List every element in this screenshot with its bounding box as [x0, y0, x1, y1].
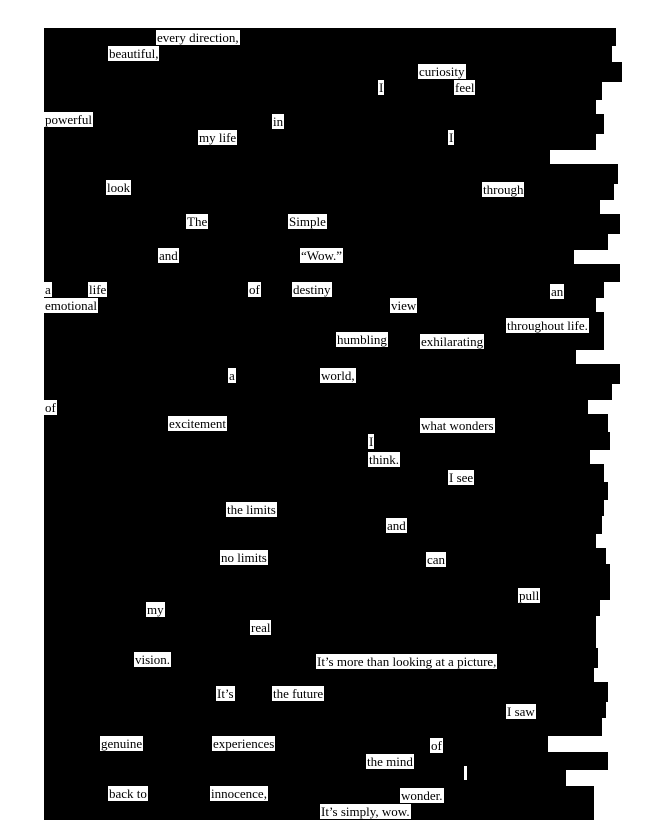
poem-word: curiosity — [418, 64, 466, 79]
redaction-bar — [44, 734, 548, 754]
poem-word: feel — [454, 80, 476, 95]
redaction-bar — [44, 582, 610, 600]
redaction-bar — [44, 682, 608, 702]
poem-word: of — [248, 282, 261, 297]
poem-word: life — [88, 282, 108, 297]
poem-word: the future — [272, 686, 325, 701]
white-mark — [464, 766, 467, 780]
poem-word: pull — [518, 588, 541, 603]
poem-word: in — [272, 114, 285, 129]
poem-word: The — [186, 214, 209, 229]
redaction-bar — [44, 666, 594, 684]
poem-word: I saw — [506, 704, 536, 719]
poem-word: beautiful, — [108, 46, 160, 61]
poem-word: throughout life. — [506, 318, 589, 333]
poem-word: the mind — [366, 754, 414, 769]
redaction-bar — [44, 532, 596, 550]
redaction-bar — [44, 80, 602, 100]
poem-word: It’s more than looking at a picture, — [316, 654, 498, 669]
redaction-bar — [44, 98, 596, 116]
poem-word: and — [386, 518, 407, 533]
poem-word: think. — [368, 452, 400, 467]
poem-word: destiny — [292, 282, 332, 297]
poem-word: through — [482, 182, 525, 197]
redaction-bar — [44, 198, 600, 216]
poem-word: what wonders — [420, 418, 495, 433]
poem-word: a — [44, 282, 52, 297]
redaction-bar — [44, 312, 604, 330]
redaction-bar — [44, 214, 620, 234]
poem-word: genuine — [100, 736, 144, 751]
redaction-bar — [44, 514, 602, 534]
redaction-bar — [44, 768, 566, 788]
redaction-bar — [44, 164, 618, 184]
redaction-bar — [44, 548, 606, 566]
poem-word: and — [158, 248, 179, 263]
poem-word: I — [368, 434, 375, 449]
poem-word: vision. — [134, 652, 172, 667]
redaction-bar — [44, 614, 596, 634]
redaction-bar — [44, 598, 600, 616]
poem-word: wonder. — [400, 788, 444, 803]
redaction-bar — [44, 264, 620, 282]
poem-word: of — [430, 738, 443, 753]
poem-word: Simple — [288, 214, 327, 229]
redaction-bar — [44, 632, 596, 650]
redaction-bar — [44, 564, 610, 584]
poem-word: excitement — [168, 416, 228, 431]
poem-word: experiences — [212, 736, 276, 751]
redaction-bar — [44, 398, 588, 416]
redaction-bar — [44, 296, 596, 314]
poem-word: exhilarating — [420, 334, 485, 349]
poem-word: back to — [108, 786, 148, 801]
poem-word: of — [44, 400, 57, 415]
poem-word: powerful — [44, 112, 93, 127]
redaction-bar — [44, 132, 596, 150]
redaction-bar — [44, 414, 608, 434]
poem-word: every direction, — [156, 30, 240, 45]
poem-word: I see — [448, 470, 475, 485]
redaction-bar — [44, 330, 604, 350]
poem-word: It’s — [216, 686, 235, 701]
poem-word: world, — [320, 368, 356, 383]
poem-word: real — [250, 620, 272, 635]
poem-word: view — [390, 298, 418, 313]
redaction-bar — [44, 382, 612, 400]
redaction-bar — [44, 802, 594, 820]
redaction-bar — [44, 700, 606, 718]
redaction-bar — [44, 786, 594, 804]
poem-word: a — [228, 368, 236, 383]
redaction-bar — [44, 232, 608, 250]
poem-word: innocence, — [210, 786, 268, 801]
poem-word: I — [378, 80, 385, 95]
redaction-bar — [44, 62, 622, 82]
poem-word: my life — [198, 130, 238, 145]
redaction-bar — [44, 182, 614, 200]
redaction-bar — [44, 498, 604, 516]
poem-word: I — [448, 130, 455, 145]
poem-word: emotional — [44, 298, 98, 313]
redaction-bar — [44, 482, 608, 500]
poem-word: an — [550, 284, 565, 299]
redaction-bar — [44, 448, 590, 466]
poem-word: It’s simply, wow. — [320, 804, 411, 819]
redaction-bar — [44, 148, 550, 166]
redaction-bar — [44, 114, 604, 134]
poem-word: can — [426, 552, 447, 567]
poem-word: look — [106, 180, 132, 195]
redaction-bar — [44, 752, 608, 770]
poem-word: my — [146, 602, 165, 617]
redaction-bar — [44, 432, 610, 450]
redaction-bar — [44, 464, 604, 484]
poem-word: no limits — [220, 550, 268, 565]
redaction-bar — [44, 44, 612, 64]
poem-word: “Wow.” — [300, 248, 344, 263]
poem-word: humbling — [336, 332, 388, 347]
redaction-bar — [44, 716, 602, 736]
poem-word: the limits — [226, 502, 277, 517]
redaction-bar — [44, 348, 576, 366]
